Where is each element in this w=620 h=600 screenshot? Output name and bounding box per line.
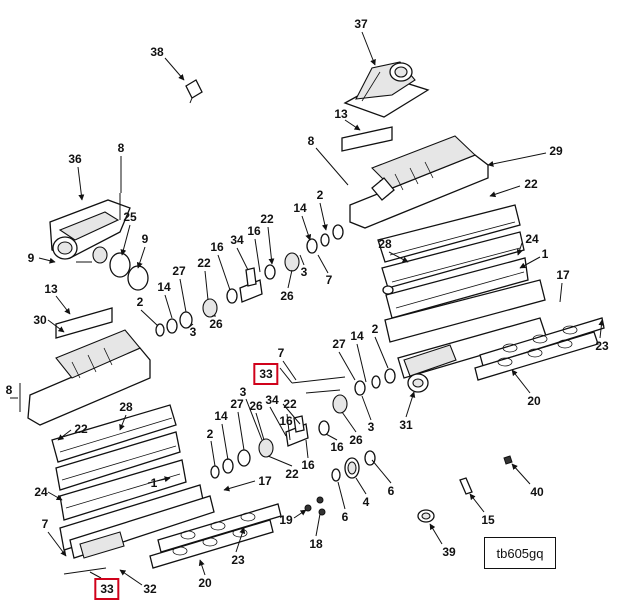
callout-8: 8 — [5, 383, 13, 397]
part-38-sensor — [185, 79, 203, 104]
callout-16: 16 — [279, 414, 293, 428]
callout-2: 2 — [206, 427, 214, 441]
callout-7: 7 — [41, 517, 49, 531]
reference-code-box: tb605gq — [484, 537, 556, 569]
callout-33: 33 — [94, 578, 120, 600]
callout-29: 29 — [549, 144, 563, 158]
part-15-pin — [459, 477, 473, 495]
callout-22: 22 — [74, 422, 88, 436]
callout-3: 3 — [189, 325, 197, 339]
callout-26: 26 — [349, 433, 363, 447]
callout-19: 19 — [279, 513, 293, 527]
part-23-lower-gasket — [157, 503, 282, 553]
reference-code: tb605gq — [496, 545, 544, 561]
callout-22: 22 — [524, 177, 538, 191]
callout-17: 17 — [258, 474, 272, 488]
part-25-clamp — [76, 246, 149, 291]
callout-17: 17 — [556, 268, 570, 282]
callout-20: 20 — [527, 394, 541, 408]
callout-25: 25 — [123, 210, 137, 224]
callout-37: 37 — [354, 17, 368, 31]
callout-6: 6 — [387, 484, 395, 498]
callout-34: 34 — [265, 393, 279, 407]
callout-14: 14 — [293, 201, 307, 215]
callout-27: 27 — [332, 337, 346, 351]
callout-15: 15 — [481, 513, 495, 527]
part-30-left-exhaust-elbow — [27, 329, 151, 426]
leader-lines — [10, 31, 605, 586]
part-19-18-fasteners — [304, 496, 326, 516]
callout-30: 30 — [33, 313, 47, 327]
callout-22: 22 — [197, 256, 211, 270]
callout-23: 23 — [231, 553, 245, 567]
part-32-lower-manifold-base — [69, 495, 215, 559]
callout-23: 23 — [595, 339, 609, 353]
upper-fitting-chain — [155, 224, 344, 337]
callout-34: 34 — [230, 233, 244, 247]
callout-22: 22 — [285, 467, 299, 481]
callout-22: 22 — [283, 397, 297, 411]
callout-3: 3 — [367, 420, 375, 434]
part-40-plug — [503, 455, 513, 465]
callout-28: 28 — [119, 400, 133, 414]
callout-3: 3 — [239, 385, 247, 399]
part-23-right-gasket — [479, 317, 605, 367]
callout-33: 33 — [253, 363, 279, 385]
callout-1: 1 — [150, 476, 158, 490]
callout-24: 24 — [525, 232, 539, 246]
callout-36: 36 — [68, 152, 82, 166]
callout-22: 22 — [260, 212, 274, 226]
stud-bolts — [19, 193, 346, 575]
callout-14: 14 — [214, 409, 228, 423]
callout-39: 39 — [442, 545, 456, 559]
callout-14: 14 — [350, 329, 364, 343]
callout-8: 8 — [307, 134, 315, 148]
callout-18: 18 — [309, 537, 323, 551]
callout-2: 2 — [371, 322, 379, 336]
callout-13: 13 — [334, 107, 348, 121]
callout-26: 26 — [209, 317, 223, 331]
callout-9: 9 — [27, 251, 35, 265]
callout-3: 3 — [300, 265, 308, 279]
callout-27: 27 — [172, 264, 186, 278]
part-36-left-elbow — [49, 199, 131, 260]
callout-7: 7 — [325, 273, 333, 287]
callout-8: 8 — [117, 141, 125, 155]
lower-fitting-chain — [210, 368, 396, 482]
callout-6: 6 — [341, 510, 349, 524]
callout-16: 16 — [210, 240, 224, 254]
callout-40: 40 — [530, 485, 544, 499]
callout-26: 26 — [249, 399, 263, 413]
callout-4: 4 — [362, 495, 370, 509]
callout-2: 2 — [136, 295, 144, 309]
callout-9: 9 — [141, 232, 149, 246]
callout-2: 2 — [316, 188, 324, 202]
callout-16: 16 — [247, 224, 261, 238]
callout-24: 24 — [34, 485, 48, 499]
callout-7: 7 — [277, 346, 285, 360]
callout-26: 26 — [280, 289, 294, 303]
callout-20: 20 — [198, 576, 212, 590]
part-28-upper-cooler-core — [377, 204, 546, 343]
part-13-upper-gasket — [341, 126, 393, 152]
callout-16: 16 — [301, 458, 315, 472]
part-20-right-gasket — [474, 331, 599, 381]
callout-38: 38 — [150, 45, 164, 59]
callout-31: 31 — [399, 418, 413, 432]
callout-27: 27 — [230, 397, 244, 411]
part-13-left-gasket — [55, 307, 113, 339]
callout-13: 13 — [44, 282, 58, 296]
part-37-outlet-elbow — [343, 61, 430, 118]
callout-16: 16 — [330, 440, 344, 454]
callout-14: 14 — [157, 280, 171, 294]
callout-32: 32 — [143, 582, 157, 596]
part-39-clamp — [417, 509, 435, 523]
callout-28: 28 — [378, 237, 392, 251]
part-29-upper-exhaust-elbow — [349, 135, 489, 229]
callout-1: 1 — [541, 247, 549, 261]
